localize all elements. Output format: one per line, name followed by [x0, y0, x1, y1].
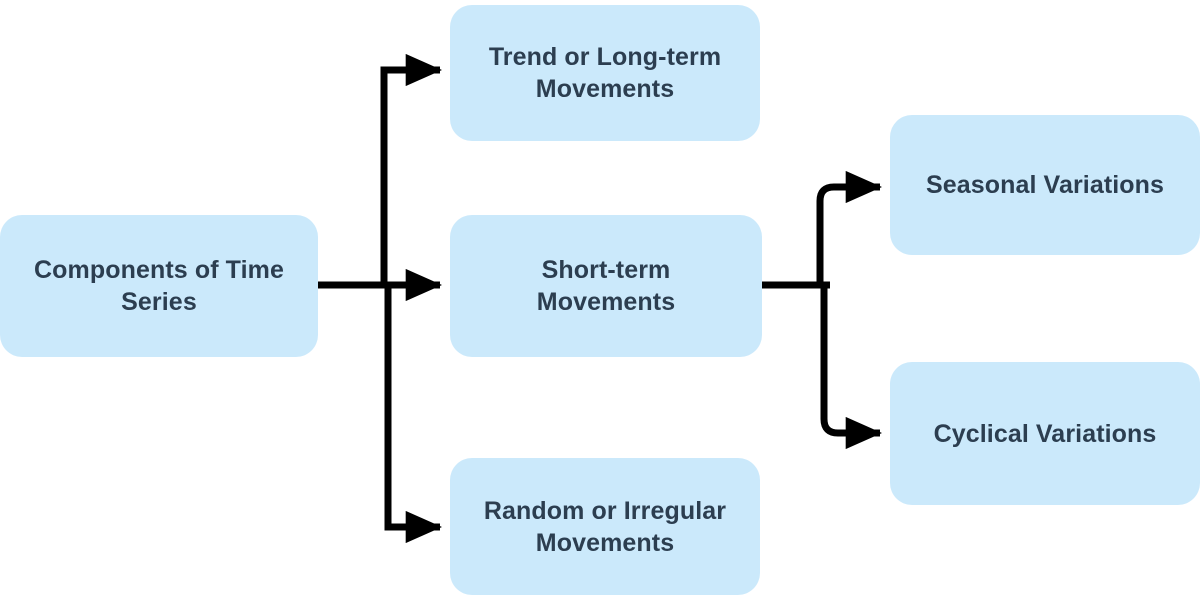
edge-short-to-seasonal — [816, 170, 883, 285]
node-components-of-time-series[interactable]: Components of Time Series — [0, 215, 318, 357]
node-label: Random or Irregular Movements — [483, 496, 727, 557]
edge-root-to-trend — [380, 53, 443, 285]
node-short-term-movements[interactable]: Short-term Movements — [450, 215, 762, 357]
node-label: Cyclical Variations — [933, 419, 1157, 448]
node-cyclical-variations[interactable]: Cyclical Variations — [890, 362, 1200, 505]
node-label: Short-term Movements — [536, 256, 676, 316]
node-label: Trend or Long-term Movements — [488, 43, 722, 103]
node-trend-or-long-term-movements[interactable]: Trend or Long-term Movements — [450, 5, 760, 141]
edge-short-to-cyclical — [820, 285, 883, 450]
node-label: Seasonal Variations — [925, 171, 1165, 199]
node-label: Components of Time Series — [34, 256, 284, 316]
edge-root-to-random — [384, 285, 443, 544]
node-random-or-irregular-movements[interactable]: Random or Irregular Movements — [450, 458, 760, 595]
node-seasonal-variations[interactable]: Seasonal Variations — [890, 115, 1200, 255]
